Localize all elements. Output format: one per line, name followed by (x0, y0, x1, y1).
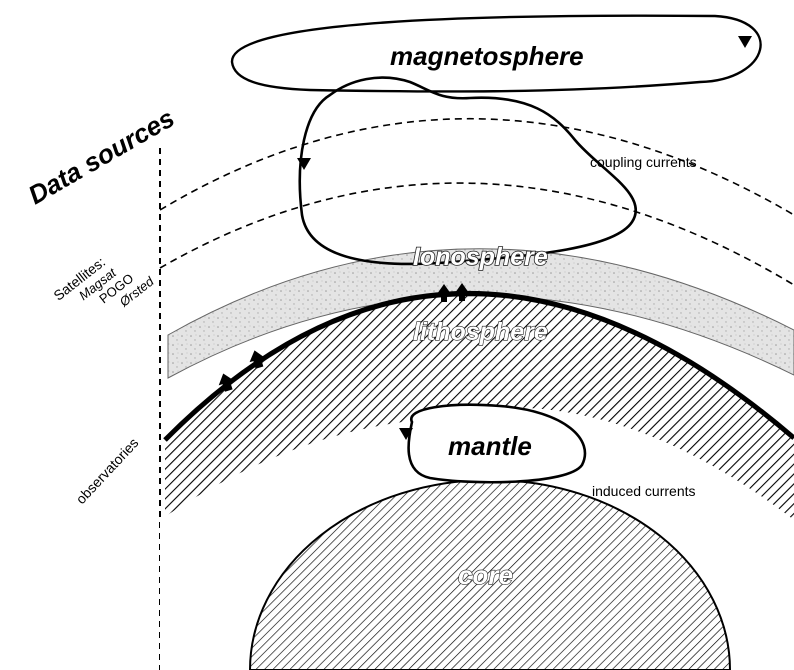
ionosphere-label: Ionosphere (413, 243, 548, 271)
coupling-current-arc-outer (160, 119, 794, 215)
core-label: core (458, 560, 513, 590)
mantle-label: mantle (448, 431, 532, 461)
induced-currents-label: induced currents (592, 483, 696, 499)
magnetosphere-label: magnetosphere (390, 41, 584, 71)
diagram-title: Data sources (23, 103, 179, 211)
observatories-label: observatories (72, 435, 141, 507)
lithosphere-label: lithosphere (413, 318, 548, 346)
coupling-currents-label: coupling currents (590, 154, 697, 170)
magnetosphere-arrow-icon (738, 36, 752, 48)
satellites-list: Satellites: Magsat POGO Ørsted (50, 237, 157, 339)
coupling-current-loop (300, 78, 636, 264)
